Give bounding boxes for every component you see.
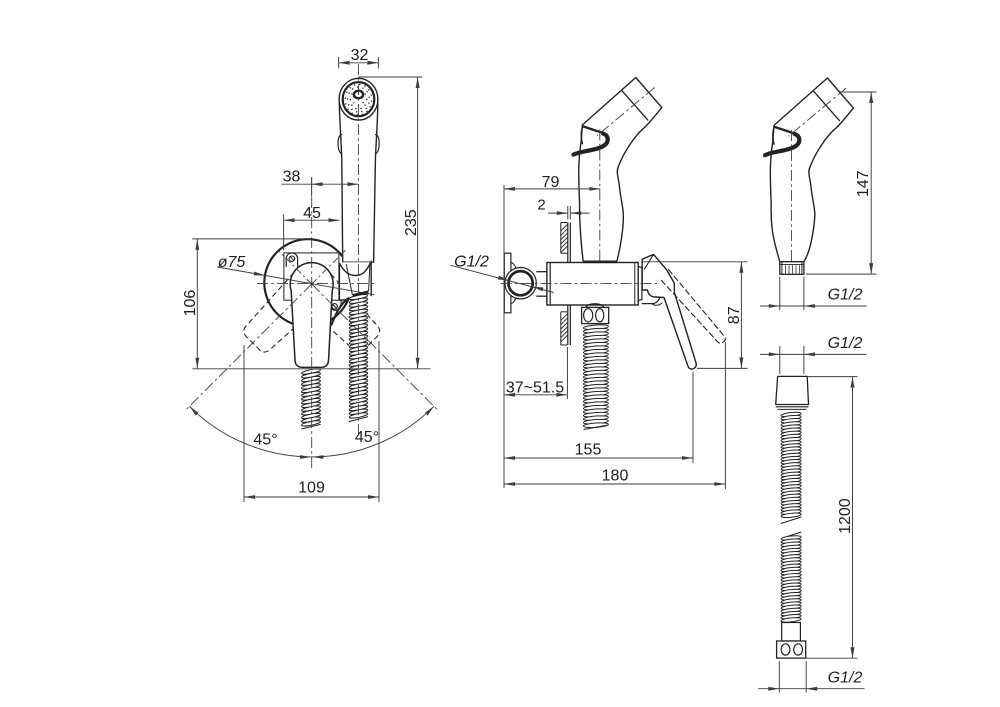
svg-text:180: 180 <box>602 467 629 484</box>
svg-text:G1/2: G1/2 <box>454 253 489 270</box>
svg-text:45°: 45° <box>253 432 277 449</box>
svg-text:G1/2: G1/2 <box>828 287 863 304</box>
svg-text:235: 235 <box>403 209 420 236</box>
svg-text:147: 147 <box>855 170 872 197</box>
svg-text:37~51.5: 37~51.5 <box>506 379 564 396</box>
svg-text:45: 45 <box>303 205 321 222</box>
svg-text:G1/2: G1/2 <box>828 670 863 687</box>
svg-text:106: 106 <box>182 290 199 317</box>
svg-text:45°: 45° <box>355 429 379 446</box>
svg-text:79: 79 <box>542 174 560 191</box>
svg-text:87: 87 <box>726 306 743 324</box>
svg-text:38: 38 <box>283 169 301 186</box>
svg-text:155: 155 <box>575 441 602 458</box>
svg-text:32: 32 <box>351 47 369 64</box>
svg-text:ø75: ø75 <box>218 254 246 271</box>
svg-text:2: 2 <box>537 196 545 213</box>
svg-text:1200: 1200 <box>837 498 854 534</box>
svg-text:G1/2: G1/2 <box>828 335 863 352</box>
svg-text:109: 109 <box>298 480 325 497</box>
